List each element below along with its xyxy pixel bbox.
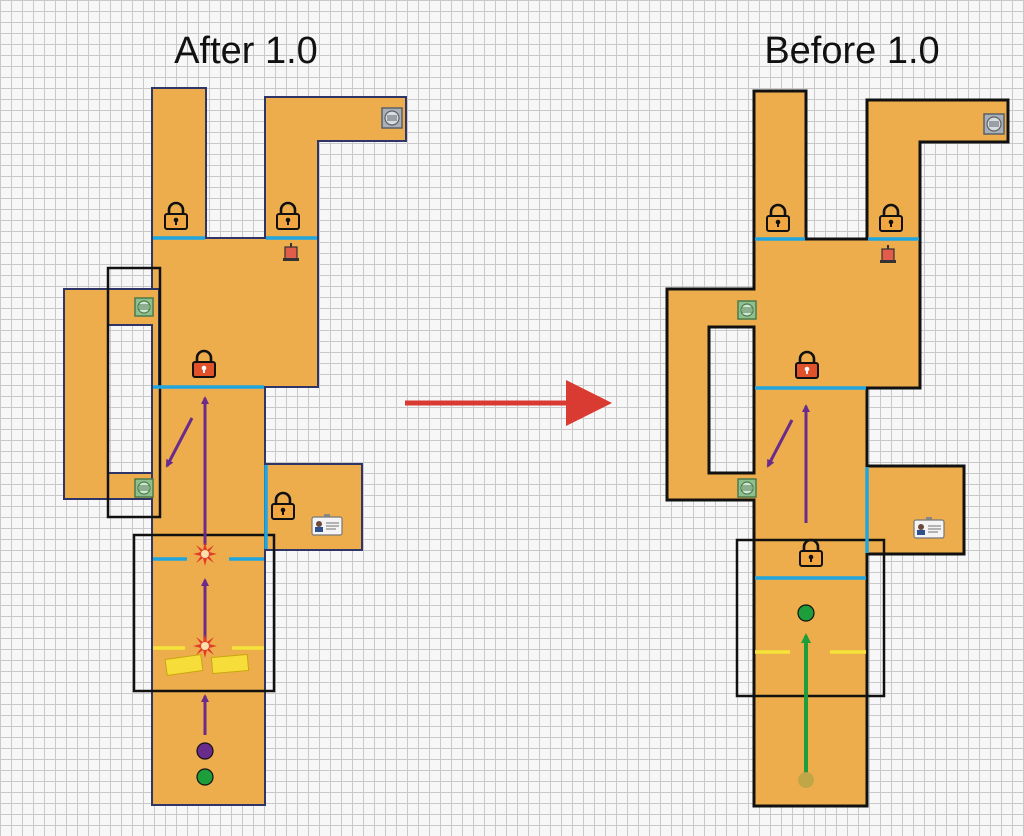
player-marker-icon bbox=[196, 742, 214, 760]
save-station-icon bbox=[737, 300, 757, 320]
transition-arrow bbox=[405, 380, 612, 426]
map-after-rooms bbox=[63, 87, 407, 806]
transition-arrow-head bbox=[566, 380, 612, 426]
explosion-icon bbox=[193, 634, 217, 658]
room-after-side-room bbox=[264, 463, 363, 551]
explosion-icon bbox=[193, 542, 217, 566]
id-card-icon bbox=[311, 514, 343, 536]
save-station-icon bbox=[134, 478, 154, 498]
player-marker-icon bbox=[797, 604, 815, 622]
room-after-main-corridor bbox=[151, 386, 266, 806]
sticky-note-icon bbox=[210, 653, 250, 675]
map-after-paths bbox=[165, 396, 209, 735]
path-after-segment-4 bbox=[165, 417, 194, 468]
map-title-after: After 1.0 bbox=[174, 30, 318, 72]
map-after bbox=[63, 87, 407, 806]
room-after-central-hall bbox=[151, 237, 319, 388]
player-marker-icon bbox=[196, 768, 214, 786]
room-after-west-loop bbox=[63, 288, 160, 500]
sticky-note-icon bbox=[164, 654, 204, 676]
path-before-segment-2 bbox=[766, 419, 794, 468]
sticky-notes-after bbox=[164, 653, 250, 676]
save-station-icon bbox=[737, 478, 757, 498]
map-before-doors bbox=[755, 237, 919, 580]
vent-icon bbox=[983, 113, 1005, 135]
map-before-paths bbox=[766, 404, 810, 523]
camera-bound-after-west bbox=[106, 266, 162, 519]
vent-icon bbox=[381, 107, 403, 129]
save-station-icon bbox=[134, 297, 154, 317]
room-before-main-floor bbox=[665, 89, 1010, 808]
map-after-doors bbox=[153, 236, 317, 561]
map-before bbox=[665, 89, 1010, 808]
id-card-icon bbox=[913, 517, 945, 539]
map-title-before: Before 1.0 bbox=[764, 30, 940, 72]
player-marker-icon bbox=[798, 772, 814, 788]
